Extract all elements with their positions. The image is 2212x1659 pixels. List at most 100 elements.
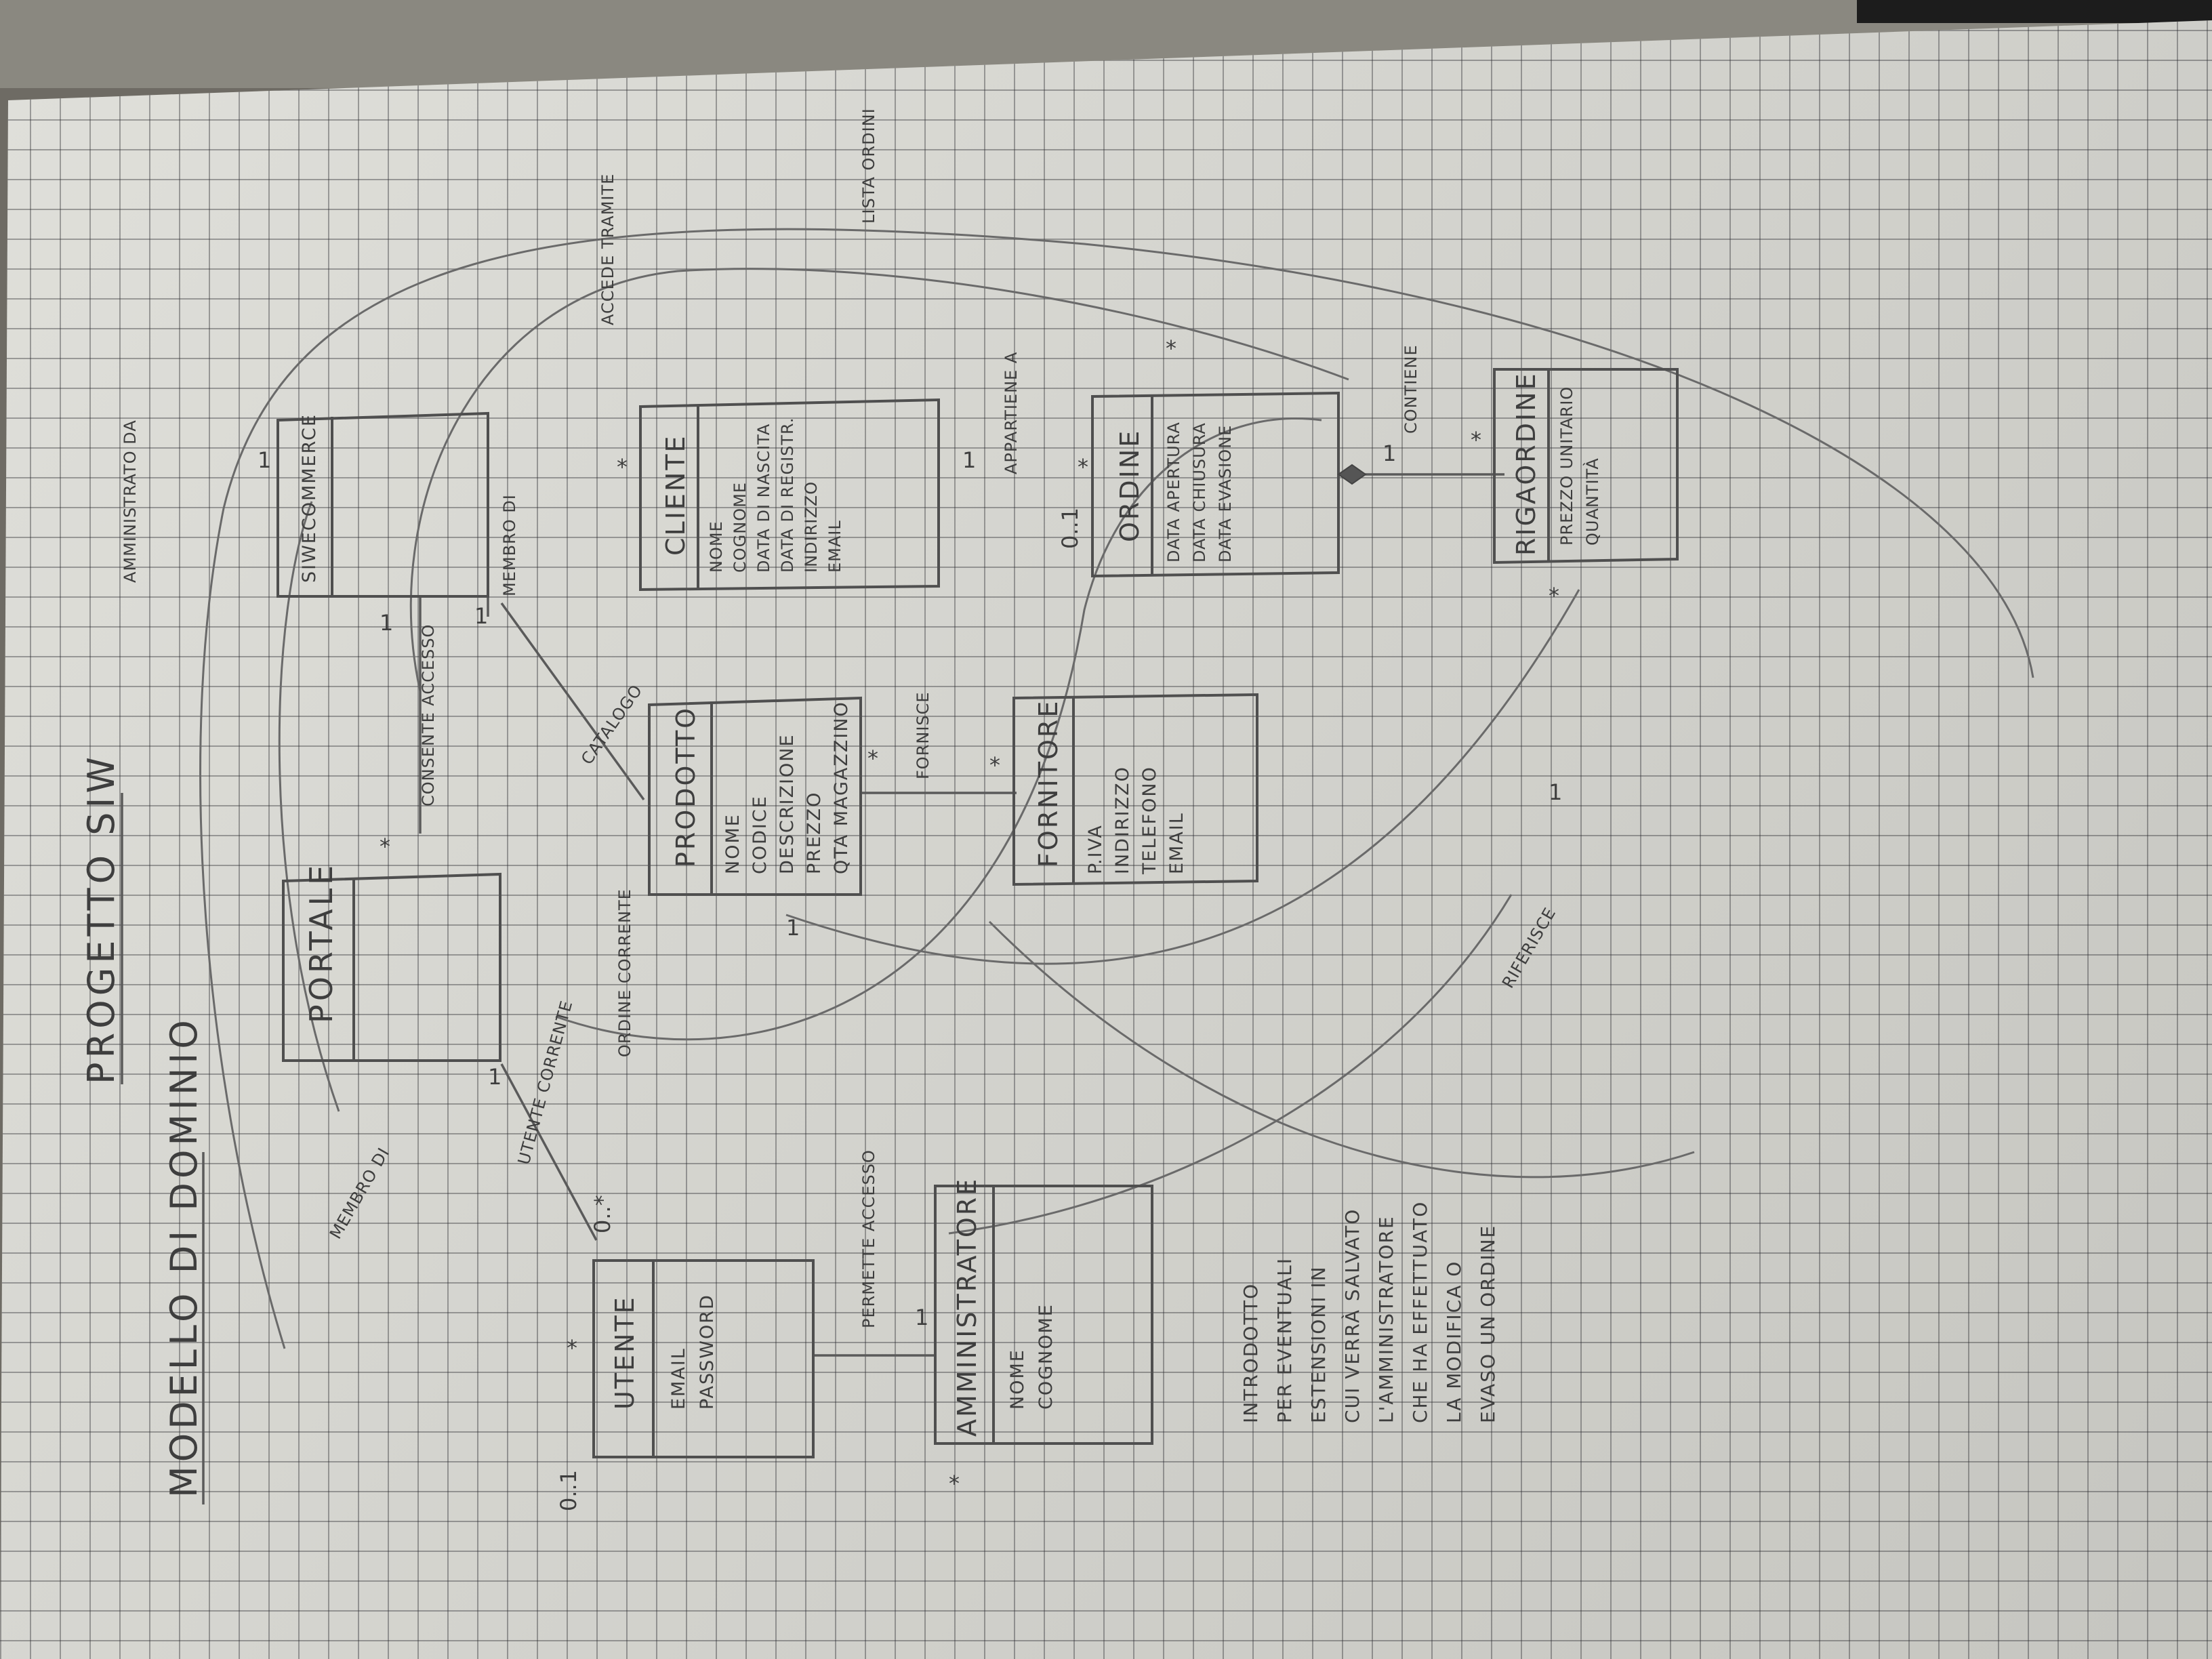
assoc-curve-outer [199, 228, 2034, 1349]
rel-appartiene-a: APPARTIENE A [1002, 352, 1021, 474]
rel-consente-accesso: CONSENTE ACCESSO [419, 624, 438, 806]
note-line-1: PER EVENTUALI [1273, 1257, 1296, 1423]
utente-name: UTENTE [610, 1295, 640, 1410]
prodotto-name: PRODOTTO [671, 706, 701, 867]
cliente-attr-0: NOME [707, 520, 726, 573]
note-line-5: CHE HA EFFETTUATO [1409, 1201, 1431, 1423]
note-line-0: INTRODOTTO [1240, 1283, 1262, 1423]
prodotto-attr-0: NOME [722, 813, 743, 874]
rel-membro-di: MEMBRO DI [326, 1144, 394, 1242]
progetto-siw-title: PROGETTO SIW [80, 753, 123, 1084]
rel-fornisce: FORNISCE [914, 691, 933, 779]
card-star-prodotto: * [867, 745, 878, 771]
ordine-attr-0: DATA APERTURA [1164, 422, 1183, 562]
fornitore-attr-3: EMAIL [1166, 812, 1187, 874]
assoc-curve-prodotto-riga [785, 589, 1580, 965]
rel-lista-ordini: LISTA ORDINI [859, 108, 878, 224]
assoc-curve-portale-ordine [555, 417, 1322, 1041]
prodotto-attr-4: QTA MAGAZZINO [831, 701, 852, 874]
cliente-attr-3: DATA DI REGISTR. [778, 417, 797, 573]
rigaordine-attr-0: PREZZO UNITARIO [1557, 386, 1576, 546]
amministratore-attr-1: COGNOME [1036, 1303, 1057, 1410]
cliente-attr-5: EMAIL [825, 520, 844, 573]
card-star-utente: * [567, 1335, 577, 1361]
fornitore-name: FORNITORE [1033, 699, 1063, 867]
modello-di-dominio-title: MODELLO DI DOMINIO [163, 1016, 205, 1498]
card-star-ordine: * [1078, 454, 1088, 480]
fornitore-attr-0: P.IVA [1085, 824, 1106, 874]
rel-amministrato-da: AMMINISTRATO DA [121, 419, 140, 583]
card-one-admin: 1 [915, 1305, 928, 1330]
rel-membro-di-2: MEMBRO DI [500, 494, 519, 596]
rel-utente-corrente: UTENTE CORRENTE [514, 998, 577, 1166]
assoc-curve-membro [278, 501, 340, 1112]
prodotto-attr-2: DESCRIZIONE [777, 733, 798, 874]
utente-box [592, 1259, 815, 1458]
fornitore-box [1012, 693, 1258, 886]
portale-box [282, 872, 501, 1062]
prodotto-attr-3: PREZZO [804, 792, 825, 874]
ordine-attr-2: DATA EVASIONE [1216, 425, 1235, 562]
fornitore-attr-2: TELEFONO [1139, 766, 1160, 875]
card-zero-star-utente: 0..* [590, 1195, 615, 1233]
card-zero-one-ordine: 0..1 [1057, 508, 1083, 549]
card-star-portale: * [380, 834, 390, 859]
prodotto-box [648, 696, 862, 896]
cliente-box [639, 398, 940, 592]
rigaordine-attr-1: QUANTITÀ [1582, 457, 1602, 546]
cliente-attr-4: INDIRIZZO [802, 481, 821, 573]
amministratore-attr-0: NOME [1007, 1349, 1028, 1410]
card-zero-one-utente: 0..1 [556, 1470, 581, 1511]
cliente-attr-2: DATA DI NASCITA [754, 424, 773, 573]
portale-name: PORTALE [303, 862, 340, 1023]
card-star-ordine-2: * [1166, 335, 1176, 361]
card-star-fornitore: * [989, 752, 1000, 778]
card-star-riga-2: * [1549, 583, 1559, 609]
ordine-attr-1: DATA CHIUSURA [1190, 422, 1209, 562]
rel-accede-tramite: ACCEDE TRAMITE [598, 173, 617, 325]
card-one-riga: 1 [1382, 441, 1396, 466]
ordine-box [1091, 391, 1340, 578]
note-line-2: ESTENSIONI IN [1307, 1265, 1330, 1423]
card-star-cliente: * [617, 454, 628, 480]
composition-diamond [1337, 464, 1367, 485]
desk-corner [1857, 0, 2212, 23]
ordine-name: ORDINE [1115, 429, 1145, 542]
siwecommerce-box [276, 411, 489, 598]
rel-ordine-corrente: ORDINE CORRENTE [615, 888, 634, 1057]
line-portale-utente [500, 1063, 598, 1241]
card-one-riferisce: 1 [1549, 779, 1562, 805]
card-one-siwe: 1 [380, 610, 393, 636]
card-one-siwe-3: 1 [258, 447, 271, 473]
rel-contiene: CONTIENE [1401, 344, 1420, 434]
card-one-portale: 1 [488, 1064, 501, 1090]
assoc-curve-admin [988, 920, 1695, 1179]
fornitore-attr-1: INDIRIZZO [1112, 766, 1133, 874]
card-star-riga: * [1471, 427, 1481, 453]
note-line-4: L'AMMINISTRATORE [1375, 1215, 1397, 1423]
utente-attr-0: EMAIL [668, 1347, 689, 1410]
assoc-curve-riferisce [948, 894, 1513, 1235]
note-line-6: LA MODIFICA O [1443, 1261, 1465, 1423]
amministratore-name: AMMINISTRATORE [952, 1177, 982, 1437]
card-one-cliente: 1 [962, 447, 976, 473]
amministratore-box [934, 1185, 1153, 1445]
assoc-curve-lista-ordini [409, 268, 1349, 692]
note-line-7: EVASO UN ORDINE [1477, 1225, 1499, 1423]
rel-permette-accesso: PERMETTE ACCESSO [859, 1149, 878, 1328]
cliente-attr-1: COGNOME [731, 482, 750, 573]
rel-riferisce: RIFERISCE [1498, 904, 1560, 991]
line-catalogo [500, 602, 645, 801]
note-line-3: CUI VERRÀ SALVATO [1340, 1208, 1364, 1423]
rigaordine-name: RIGAORDINE [1511, 371, 1541, 556]
cliente-name: CLIENTE [661, 434, 691, 556]
prodotto-attr-1: CODICE [750, 795, 771, 874]
card-star-admin: * [949, 1471, 960, 1496]
card-one-siwe-2: 1 [474, 603, 488, 629]
rigaordine-box [1493, 368, 1679, 565]
utente-attr-1: PASSWORD [697, 1294, 718, 1410]
card-one-prodotto: 1 [786, 915, 800, 941]
siwecommerce-name: SIWECOMMERCE [299, 413, 320, 583]
